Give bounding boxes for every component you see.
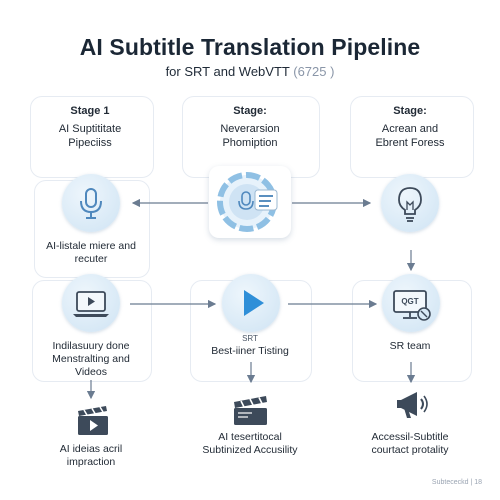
play-icon — [244, 290, 264, 316]
clapper-mid-label: AI tesertitocal Subtinized Accusility — [188, 431, 312, 457]
megaphone-line1: Accessil-Subtitle — [371, 431, 449, 443]
footer-text: Subtececkd | 18 — [431, 479, 482, 486]
stage-1-heading: Stage 1 AI Suptititate Pipeciiss — [40, 104, 140, 150]
video-clapper-icon — [78, 406, 108, 435]
laptop-node — [62, 274, 120, 332]
laptop-label-line2: Menstralting and — [52, 353, 130, 365]
clapperboard-node — [232, 394, 270, 431]
subtitle-code: (6725 ) — [293, 64, 335, 79]
lightbulb-node — [381, 174, 439, 232]
stage-2-title: Stage: — [233, 105, 267, 117]
panel-stage-2 — [182, 96, 320, 178]
panel-stage-3 — [350, 96, 474, 178]
clapper-mid-line2: Subtinized Accusility — [202, 444, 298, 456]
stage-2-line2: Phomiption — [222, 137, 278, 149]
stage-2-heading: Stage: Neverarsion Phomiption — [200, 104, 300, 150]
play-label: Best-iiner Tisting — [211, 345, 289, 357]
microphone-label-line2: recuter — [74, 253, 108, 265]
clapper-left-line2: impraction — [66, 456, 116, 468]
diagram-subtitle: for SRT and WebVTT (6725 ) — [0, 64, 500, 79]
megaphone-icon — [397, 392, 428, 418]
stage-1-title: Stage 1 — [70, 105, 110, 117]
monitor-screen-text: QGT — [401, 297, 419, 306]
laptop-label-line3: Videos — [75, 366, 107, 378]
clapper-left-label: AI ideias acril impraction — [30, 443, 152, 469]
stage-1-line2: Pipeciiss — [68, 137, 112, 149]
laptop-label-line1: Indilasuury done — [52, 340, 130, 352]
megaphone-line2: courtact protality — [371, 444, 449, 456]
stage-1-line1: AI Suptititate — [58, 123, 122, 135]
monitor-node: QGT — [382, 274, 440, 332]
lightbulb-icon — [398, 187, 422, 222]
clapper-mid-line1: AI tesertitocal — [218, 431, 282, 443]
monitor-icon — [393, 290, 431, 321]
clapperboard-icon — [234, 396, 267, 425]
microphone-icon — [80, 188, 102, 219]
monitor-label: SR team — [389, 340, 431, 352]
microphone-label: AI-listale miere and recuter — [30, 240, 152, 266]
waveform-card — [209, 166, 291, 238]
clapper-left-line1: AI ideias acril — [59, 443, 123, 455]
stage-3-title: Stage: — [393, 105, 427, 117]
stage-2-line1: Neverarsion — [220, 123, 280, 135]
megaphone-node — [395, 388, 431, 427]
laptop-play-icon — [73, 291, 109, 317]
stage-3-heading: Stage: Acrean and Ebrent Foress — [360, 104, 460, 150]
video-clapper-node — [76, 404, 110, 441]
microphone-label-line1: AI-listale miere and — [46, 240, 136, 252]
stage-3-line2: Ebrent Foress — [375, 137, 445, 149]
play-tag: SRT — [242, 334, 258, 343]
play-node — [222, 274, 280, 332]
waveform-transcript-icon — [217, 172, 278, 232]
laptop-label: Indilasuury done Menstralting and Videos — [30, 340, 152, 379]
microphone-node — [62, 174, 120, 232]
diagram-title: AI Subtitle Translation Pipeline — [79, 34, 421, 60]
subtitle-text: for SRT and WebVTT — [165, 64, 290, 79]
stage-3-line1: Acrean and — [381, 123, 439, 135]
megaphone-label: Accessil-Subtitle courtact protality — [350, 431, 470, 457]
